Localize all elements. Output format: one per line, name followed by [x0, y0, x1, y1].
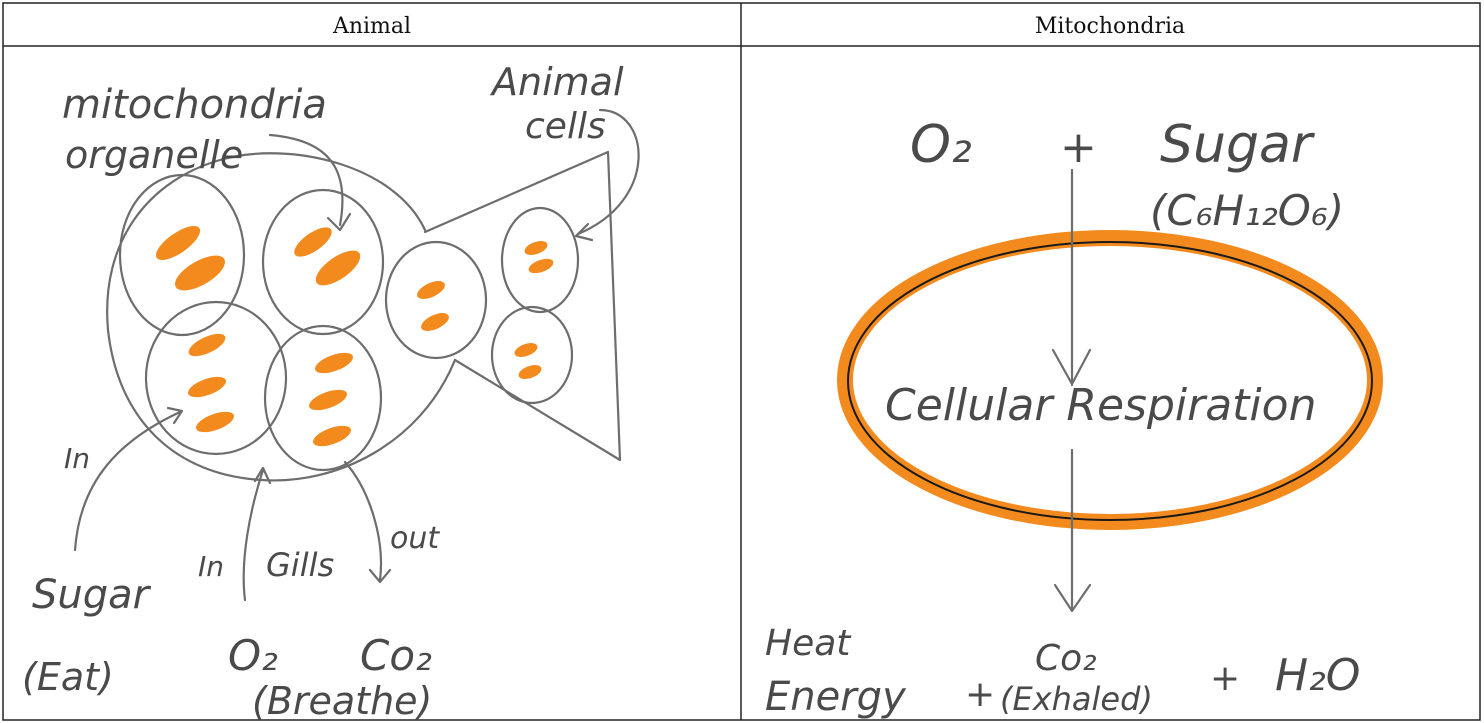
- mitochondrion: [294, 227, 332, 257]
- label-cellular-respiration: Cellular Respiration: [885, 380, 1316, 431]
- label-plus-inputs: +: [1060, 122, 1097, 173]
- label-sugar: Sugar: [32, 572, 152, 618]
- label-co2-output: Co₂: [1035, 638, 1097, 679]
- fish-tail-outline: [423, 150, 622, 462]
- arrow-sugar-in: [73, 410, 182, 552]
- arrow-o2-in: [242, 468, 265, 602]
- mitochondrion: [155, 225, 201, 261]
- label-animal: Animal: [489, 60, 624, 104]
- header-mitochondria: Mitochondria: [1035, 14, 1185, 39]
- arrowhead: [1053, 583, 1092, 613]
- fish-body-outline: [106, 152, 457, 482]
- mitochondrion: [421, 313, 449, 331]
- mitochondrion: [514, 343, 538, 357]
- mitochondrion: [196, 411, 234, 433]
- arrow-co2-out: [343, 460, 382, 582]
- arrowhead: [368, 568, 392, 584]
- label-in-gills: In: [198, 550, 224, 583]
- arrow-animal-cells-label: [576, 108, 640, 236]
- label-out: out: [390, 521, 440, 556]
- label-glucose-formula: (C₆H₁₂O₆): [1150, 186, 1344, 235]
- header-animal: Animal: [332, 14, 411, 39]
- mitochondrion: [309, 389, 347, 411]
- animal-cell: [384, 240, 488, 360]
- arrow-mitochondria-label: [268, 133, 344, 227]
- label-mitochondria: mitochondria: [62, 82, 327, 128]
- mitochondrion: [524, 241, 548, 255]
- animal-cell: [144, 300, 288, 456]
- mitochondria-panel: O₂ + Sugar (C₆H₁₂O₆) Cellular Respiratio…: [765, 115, 1383, 720]
- label-sugar-input: Sugar: [1160, 115, 1316, 175]
- label-gills: Gills: [266, 546, 334, 584]
- label-h2o-output: H₂O: [1275, 650, 1360, 701]
- mitochondrion: [188, 376, 226, 398]
- label-organelle: organelle: [65, 133, 243, 177]
- mitochondrion: [518, 365, 542, 379]
- label-co2: Co₂: [360, 631, 432, 680]
- label-exhaled: (Exhaled): [1000, 680, 1153, 718]
- respiration-ellipse-marker: [837, 230, 1383, 530]
- arrowhead: [253, 466, 272, 485]
- label-energy: Energy: [765, 674, 907, 720]
- animal-cell: [263, 324, 383, 472]
- mitochondrion: [528, 258, 554, 274]
- animal-cell: [490, 305, 574, 405]
- label-in-sugar: In: [64, 442, 90, 475]
- label-o2: O₂: [228, 631, 278, 680]
- arrowhead: [166, 406, 184, 425]
- label-eat: (Eat): [22, 655, 114, 699]
- mitochondrion: [417, 281, 445, 299]
- mitochondrion: [315, 250, 361, 286]
- arrowhead: [326, 212, 352, 232]
- label-breathe: (Breathe): [252, 679, 432, 723]
- animal-cell: [261, 188, 385, 336]
- respiration-ellipse-outline: [847, 241, 1373, 521]
- mitochondrion: [175, 255, 225, 291]
- animal-panel: mitochondria organelle Animal cells In S…: [22, 60, 640, 723]
- label-heat: Heat: [765, 623, 852, 664]
- label-plus-outputs-2: +: [1210, 658, 1240, 699]
- label-cells: cells: [525, 106, 606, 147]
- mitochondrion: [188, 333, 226, 357]
- mitochondria-marks: [155, 225, 554, 447]
- arrowhead: [1051, 348, 1092, 386]
- mitochondrion: [315, 352, 353, 374]
- animal-cell: [118, 173, 246, 337]
- arrowhead: [574, 222, 594, 242]
- label-plus-outputs-1: +: [965, 674, 995, 715]
- mitochondrion: [313, 425, 351, 447]
- label-o2-input: O₂: [910, 115, 972, 175]
- animal-cell: [500, 206, 580, 314]
